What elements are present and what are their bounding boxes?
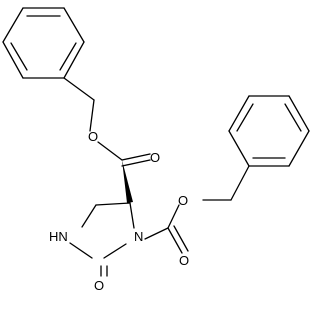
atom-nh-ring: HN	[49, 229, 68, 244]
atom-o-ester-carbonyl: O	[150, 150, 160, 165]
atom-n-ring: N	[134, 229, 143, 244]
imidazolidinone-ring	[69, 202, 135, 277]
cbz-carbamate-chain	[144, 165, 250, 254]
benzyl-ester-chain	[63, 77, 151, 167]
phenyl-ring-top	[2, 7, 85, 79]
structure-diagram: O O N O O HN O	[2, 7, 310, 293]
atom-o-cbz-single: O	[178, 193, 188, 208]
phenyl-ring-right	[228, 95, 310, 167]
stereo-wedge	[122, 160, 133, 203]
atom-o-ester-single: O	[88, 129, 98, 144]
atom-o-urea: O	[94, 278, 104, 293]
atom-o-cbz-carbonyl: O	[179, 253, 189, 268]
molecule-drawing: O O N O O HN O	[2, 7, 310, 293]
